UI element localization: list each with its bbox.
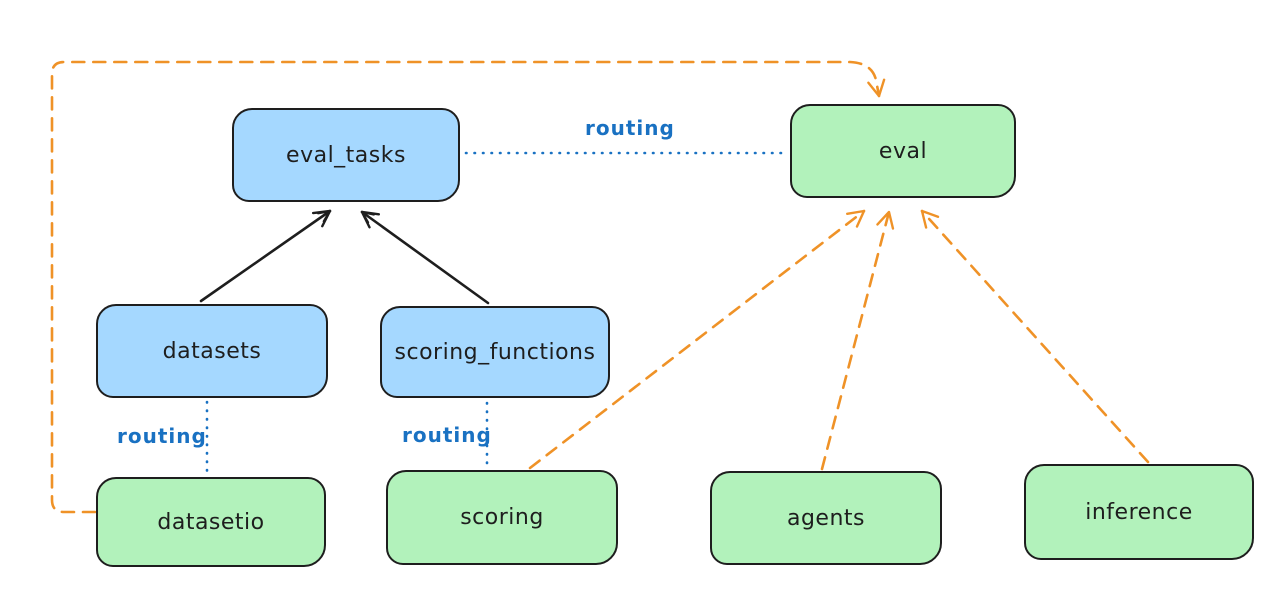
routing-label-datasets-datasetio: routing [117,424,207,448]
node-scoring-functions: scoring_functions [380,306,610,398]
node-datasetio: datasetio [96,477,326,567]
node-eval: eval [790,104,1016,198]
node-agents: agents [710,471,942,565]
node-scoring-functions-label: scoring_functions [394,339,596,365]
edge-agents-to-eval [820,210,895,471]
node-eval-tasks-label: eval_tasks [286,142,406,168]
node-scoring-label: scoring [460,505,544,530]
edge-datasets-to-eval-tasks [199,209,332,303]
edge-scoring-to-eval [528,209,866,470]
node-scoring: scoring [386,470,618,565]
routing-label-eval-tasks-eval: routing [585,116,675,140]
edge-scoring-functions-to-eval-tasks [360,210,490,305]
node-datasets-label: datasets [162,338,262,364]
routing-label-scoring-functions-scoring: routing [402,423,492,447]
node-inference: inference [1024,464,1254,560]
edge-inference-to-eval [920,209,1150,464]
edge-datasetio-to-eval [50,60,886,514]
node-eval-tasks: eval_tasks [232,108,460,202]
node-agents-label: agents [786,505,865,531]
node-datasetio-label: datasetio [157,509,265,535]
node-datasets: datasets [96,304,328,398]
node-eval-label: eval [878,138,928,164]
node-inference-label: inference [1085,499,1193,525]
